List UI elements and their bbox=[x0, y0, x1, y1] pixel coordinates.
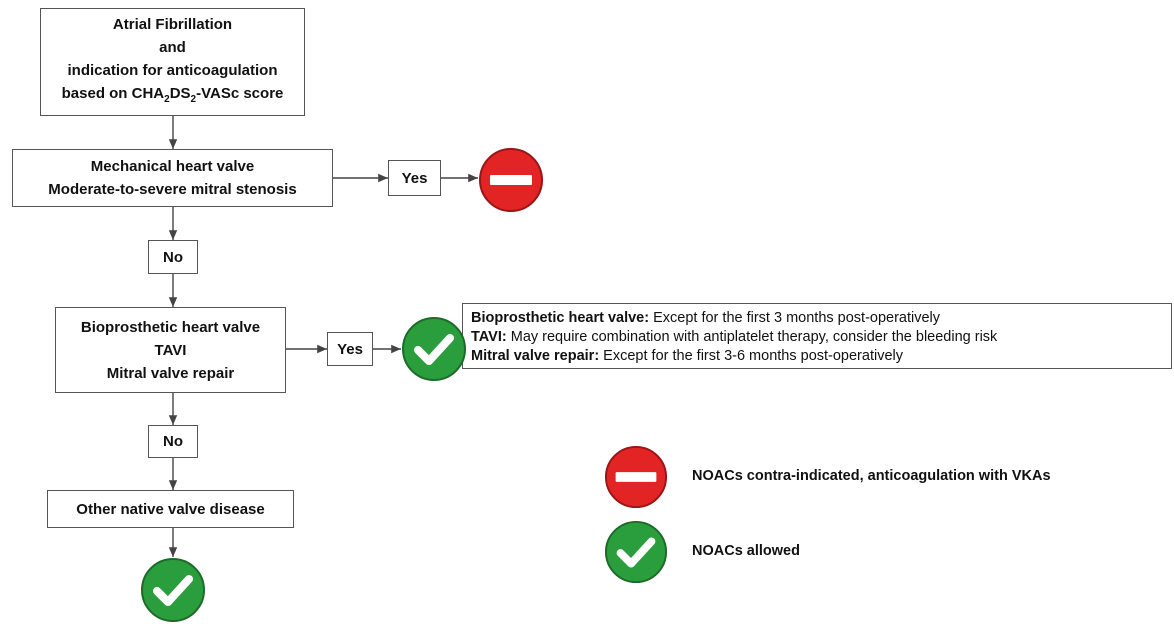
q2-line-3: Mitral valve repair bbox=[106, 364, 235, 382]
q2-yes-label: Yes bbox=[327, 332, 373, 366]
start-line-2: and bbox=[159, 39, 186, 56]
q1-line-2: Moderate-to-severe mitral stenosis bbox=[48, 181, 297, 198]
score-sub-1: 2 bbox=[164, 94, 170, 105]
start-line-3: indication for anticoagulation bbox=[67, 62, 278, 79]
q2-no-label: No bbox=[148, 425, 198, 458]
legend-allowed-label: NOACs allowed bbox=[692, 543, 800, 559]
score-sub-2: 2 bbox=[190, 94, 197, 105]
q2-line-2: TAVI bbox=[154, 341, 187, 359]
note-text: Except for the first 3 months post-opera… bbox=[649, 310, 941, 326]
q2-line-1: Bioprosthetic heart valve bbox=[80, 318, 261, 336]
note-text: May require combination with antiplatele… bbox=[506, 329, 998, 345]
note-mitral-repair: Mitral valve repair: Except for the firs… bbox=[471, 347, 1163, 366]
legend-contraindicated-label: NOACs contra-indicated, anticoagulation … bbox=[692, 468, 1051, 484]
question-bioprosthetic-box: Bioprosthetic heart valve TAVI Mitral va… bbox=[55, 307, 286, 393]
notes-box: Bioprosthetic heart valve: Except for th… bbox=[462, 303, 1172, 369]
check-icon bbox=[141, 558, 205, 622]
score-prefix: based on CHA bbox=[61, 85, 165, 102]
check-icon bbox=[604, 520, 668, 584]
start-score-line: based on CHA2DS2-VASc score bbox=[62, 82, 284, 111]
score-mid: DS bbox=[169, 85, 191, 102]
no-entry-icon bbox=[479, 148, 543, 212]
q1-yes-label: Yes bbox=[388, 160, 441, 196]
q1-no-label: No bbox=[148, 240, 198, 274]
other-native-valve-box: Other native valve disease bbox=[47, 490, 294, 528]
no-entry-icon bbox=[604, 445, 668, 509]
start-line-1: Atrial Fibrillation bbox=[112, 16, 233, 33]
q1-line-1: Mechanical heart valve bbox=[90, 158, 255, 175]
note-bioprosthetic: Bioprosthetic heart valve: Except for th… bbox=[471, 309, 1163, 328]
question-mechanical-valve-box: Mechanical heart valve Moderate-to-sever… bbox=[12, 149, 333, 207]
start-box: Atrial Fibrillation and indication for a… bbox=[40, 8, 305, 116]
note-term: Mitral valve repair: bbox=[471, 348, 600, 364]
score-suffix: -VASc score bbox=[196, 85, 284, 102]
note-term: TAVI: bbox=[471, 329, 507, 345]
note-text: Except for the first 3-6 months post-ope… bbox=[599, 348, 903, 364]
check-icon bbox=[402, 317, 466, 381]
note-tavi: TAVI: May require combination with antip… bbox=[471, 328, 1163, 347]
note-term: Bioprosthetic heart valve: bbox=[471, 310, 650, 326]
